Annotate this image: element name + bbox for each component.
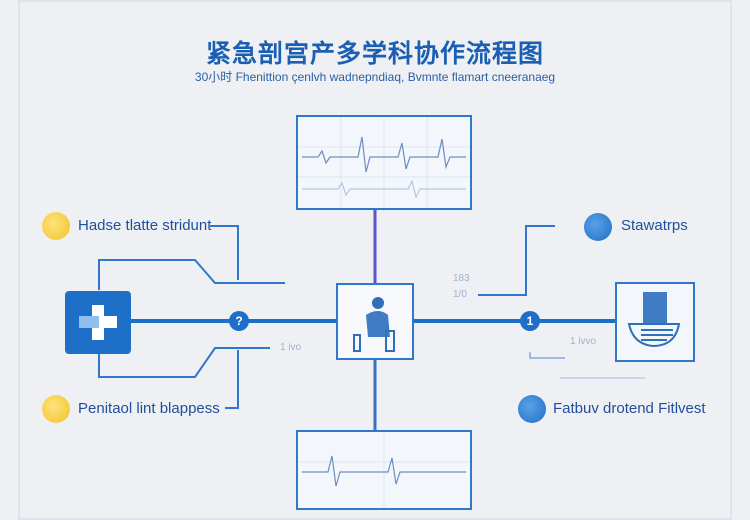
staff-icon bbox=[42, 212, 70, 240]
step-badge-right: 1 bbox=[520, 311, 540, 331]
operating-room-node bbox=[615, 282, 695, 362]
faint-note: 1/0 bbox=[453, 289, 467, 300]
faint-note: 1 ivvo bbox=[570, 336, 597, 347]
patient-icon bbox=[353, 297, 395, 352]
operating-table-icon bbox=[627, 292, 681, 348]
faint-note: 1 ivo bbox=[280, 342, 302, 353]
ecg-waveform-icon bbox=[298, 432, 470, 508]
label-bottom-left: Penitaol lint blappess bbox=[78, 400, 220, 417]
bed-icon bbox=[518, 395, 546, 423]
patient-node bbox=[336, 283, 414, 360]
monitor-panel-bottom bbox=[296, 430, 472, 510]
anesthesia-icon bbox=[584, 213, 612, 241]
step-badge-left: ? bbox=[229, 311, 249, 331]
faint-note: 183 bbox=[453, 273, 470, 284]
label-top-left: Hadse tlatte stridunt bbox=[78, 217, 212, 234]
label-bottom-right: Fatbuv drotend Fitlvest bbox=[553, 400, 706, 417]
diagram-subtitle: 30小时 Fhenittion çenlvh wadnepndiaq, Bvmn… bbox=[194, 70, 556, 84]
diagram-title: 紧急剖宫产多学科协作流程图 bbox=[205, 40, 544, 68]
connector-lines bbox=[98, 210, 645, 430]
monitor-panel-top bbox=[296, 115, 472, 210]
emergency-node bbox=[65, 291, 131, 354]
ecg-waveform-icon bbox=[298, 117, 470, 208]
baby-icon bbox=[42, 395, 70, 423]
medical-cross-icon bbox=[79, 305, 117, 340]
label-top-right: Stawatrps bbox=[621, 217, 688, 234]
